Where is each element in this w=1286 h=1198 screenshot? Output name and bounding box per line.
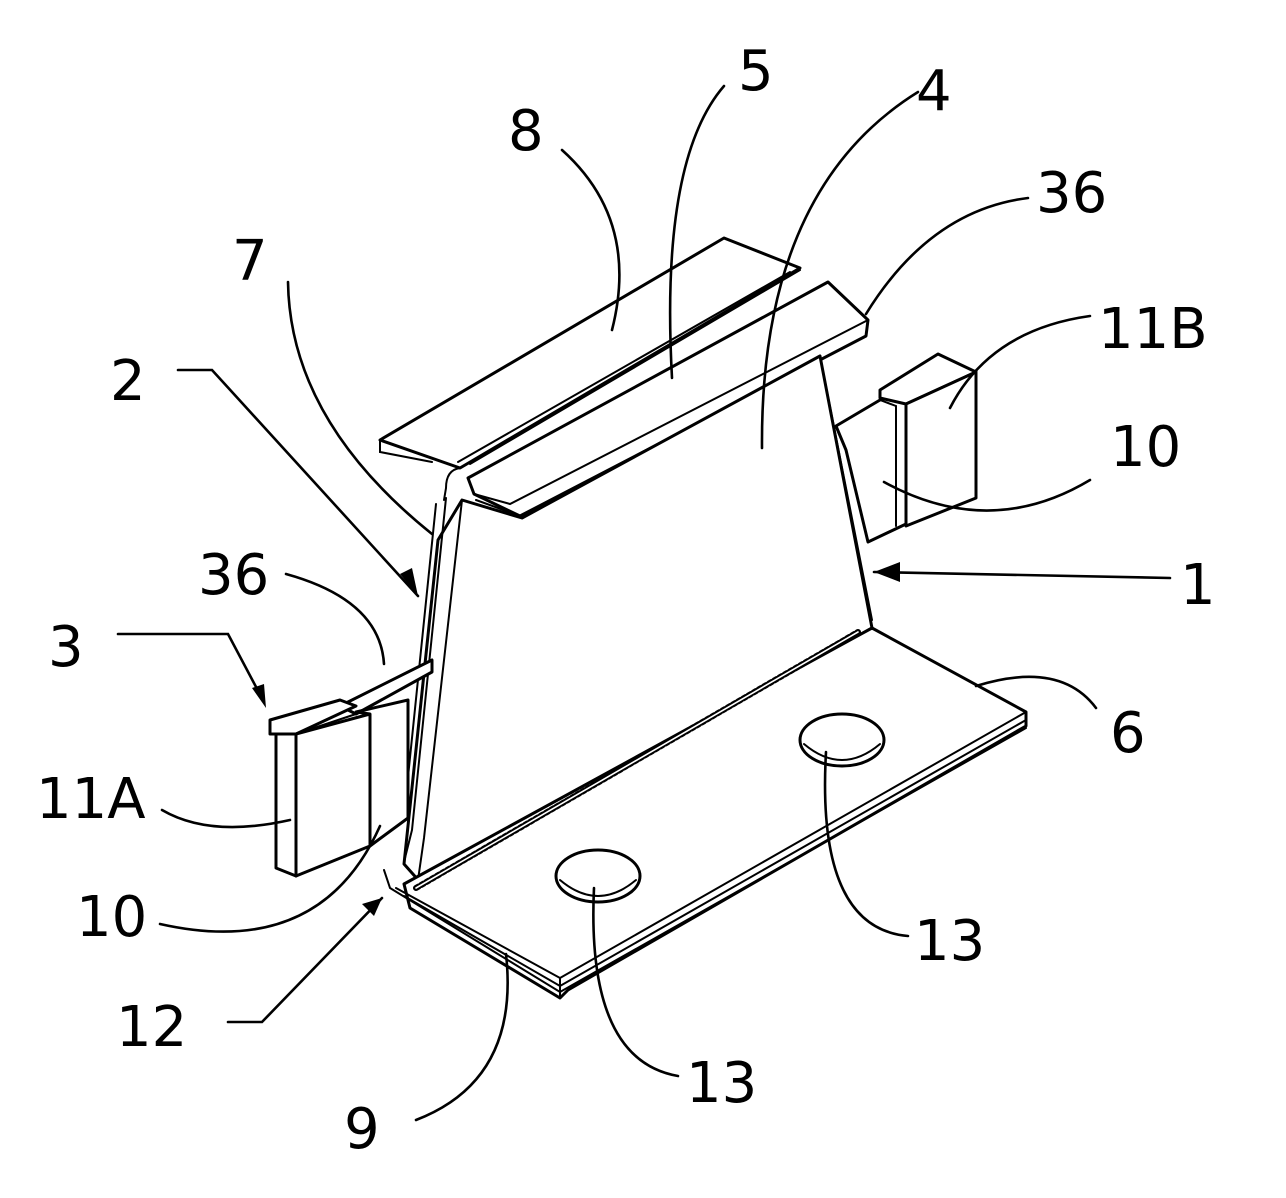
label-8: 8 [508,99,544,164]
label-10-right: 10 [1110,415,1181,480]
label-2: 2 [110,349,146,414]
label-11A: 11A [36,767,146,832]
arrowhead-3 [252,684,266,708]
label-10-left: 10 [76,885,147,950]
label-5: 5 [738,39,774,104]
label-1: 1 [1180,553,1216,618]
label-4: 4 [916,59,952,124]
label-36-right: 36 [1036,161,1107,226]
label-12: 12 [116,995,187,1060]
arrowhead-1 [874,562,900,582]
label-6: 6 [1110,701,1146,766]
label-3: 3 [48,615,84,680]
arrowhead-12 [362,898,382,916]
label-11B: 11B [1098,297,1208,362]
hole-13-front [556,850,640,902]
hole-13-back [800,714,884,766]
label-36-left: 36 [198,543,269,608]
label-13-bottom: 13 [686,1051,757,1116]
arrowhead-2 [400,568,418,596]
right-spacer-11B [836,354,976,542]
label-9: 9 [344,1097,380,1162]
label-13-top: 13 [914,909,985,974]
label-7: 7 [232,229,268,294]
